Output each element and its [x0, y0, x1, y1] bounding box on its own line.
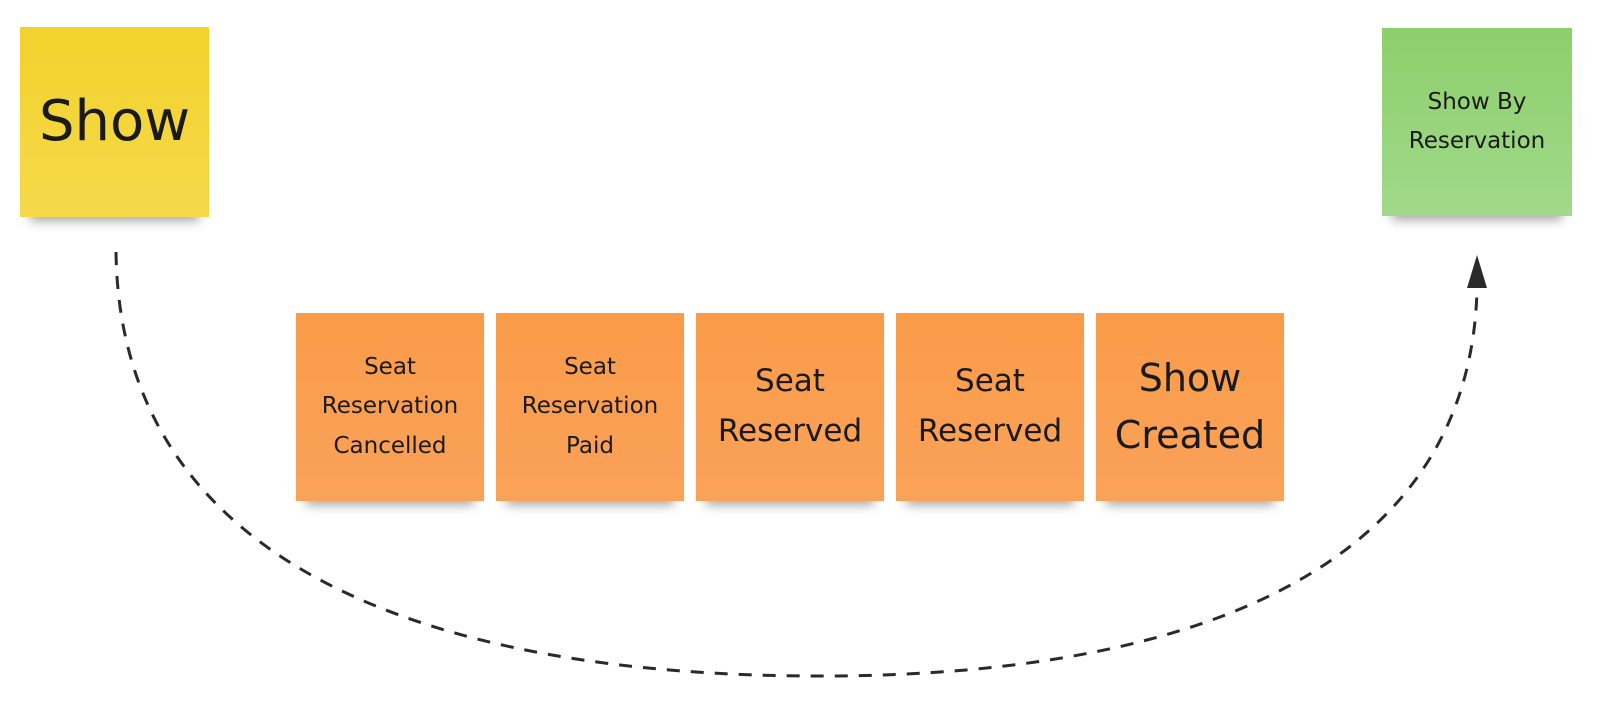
event-note-label: Show Created — [1114, 356, 1266, 457]
event-sticky-note-seat-reservation-cancelled[interactable]: Seat Reservation Cancelled — [296, 313, 484, 501]
event-sticky-note-seat-reserved-2[interactable]: Seat Reserved — [896, 313, 1084, 501]
arrowhead-icon — [1467, 255, 1487, 288]
event-note-label: Seat Reserved — [917, 363, 1063, 449]
event-sticky-note-seat-reservation-paid[interactable]: Seat Reservation Paid — [496, 313, 684, 501]
read-model-sticky-note[interactable]: Show By Reservation — [1382, 28, 1572, 216]
read-model-note-label: Show By Reservation — [1408, 88, 1546, 154]
aggregate-note-label: Show — [38, 89, 191, 155]
event-note-label: Seat Reservation Cancelled — [321, 354, 459, 459]
event-note-label: Seat Reserved — [717, 363, 863, 449]
aggregate-sticky-note[interactable]: Show — [20, 27, 209, 217]
event-sticky-note-seat-reserved[interactable]: Seat Reserved — [696, 313, 884, 501]
event-note-label: Seat Reservation Paid — [521, 354, 659, 459]
event-sticky-note-show-created[interactable]: Show Created — [1096, 313, 1284, 501]
